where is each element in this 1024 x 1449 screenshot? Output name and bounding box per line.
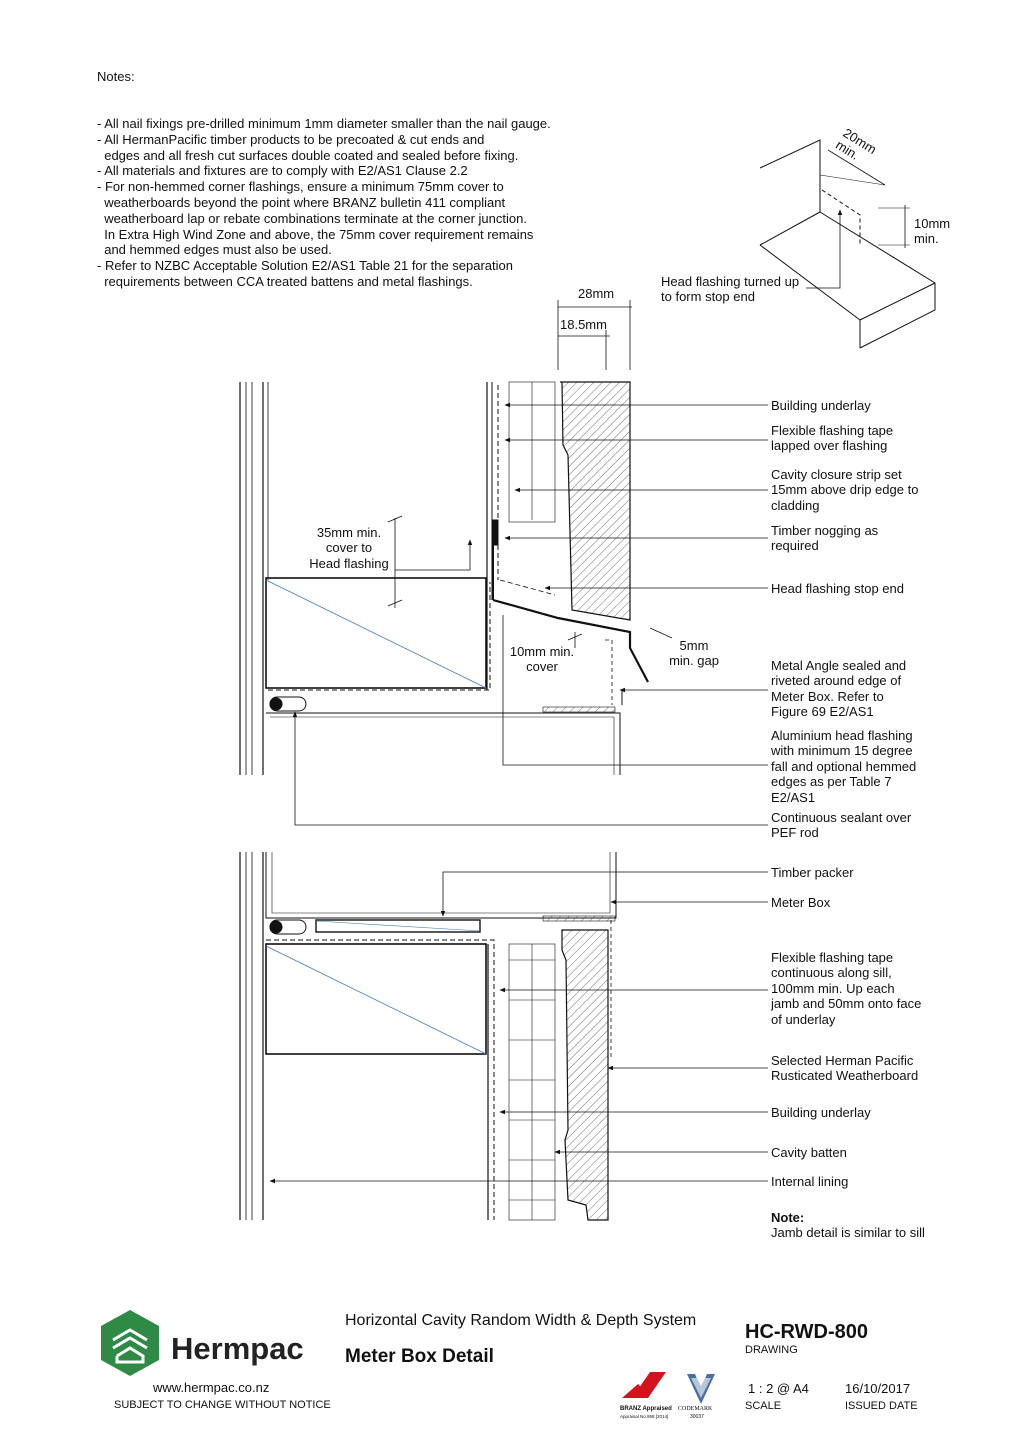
callout-rusticated-weatherboard: Selected Herman Pacific Rusticated Weath… xyxy=(771,1053,919,1084)
dim-28mm-label: 28mm xyxy=(578,286,615,301)
callout-building-underlay: Building underlay xyxy=(771,398,871,413)
head-section xyxy=(239,381,649,775)
callout-aluminium-head-flashing: Aluminium head flashing with minimum 15 … xyxy=(771,728,917,805)
callout-timber-nogging: Timber nogging as required xyxy=(771,523,879,554)
website-link[interactable]: www.hermpac.co.nz xyxy=(153,1380,270,1395)
callout-continuous-sealant: Continuous sealant over PEF rod xyxy=(771,810,912,841)
note-line: - For non-hemmed corner flashings, ensur… xyxy=(97,179,504,195)
note-line: weatherboards beyond the point where BRA… xyxy=(97,194,506,210)
branz-label: BRANZ Appraised xyxy=(620,1406,672,1412)
callout-cavity-closure-strip: Cavity closure strip set 15mm above drip… xyxy=(771,467,919,513)
callout-timber-packer: Timber packer xyxy=(771,865,854,880)
note-line: In Extra High Wind Zone and above, the 7… xyxy=(97,226,534,242)
gap-5mm-label: 5mm min. gap xyxy=(669,638,719,669)
sill-section xyxy=(239,852,617,1221)
head-leaders xyxy=(292,402,768,826)
stop-end-label: Head flashing turned up to form stop end xyxy=(661,274,800,305)
callout-building-underlay-sill: Building underlay xyxy=(771,1105,871,1120)
note-line: edges and all fresh cut surfaces double … xyxy=(97,147,519,163)
note-line: requirements between CCA treated battens… xyxy=(97,273,473,289)
scale-value: 1 : 2 @ A4 xyxy=(748,1381,809,1396)
note-line: weatherboard lap or rebate combinations … xyxy=(97,210,527,226)
callout-flashing-tape-lapped: Flexible flashing tape lapped over flash… xyxy=(771,423,894,454)
callout-internal-lining: Internal lining xyxy=(771,1174,849,1189)
drawing-title: Meter Box Detail xyxy=(345,1346,494,1367)
callout-metal-angle: Metal Angle sealed and riveted around ed… xyxy=(771,658,907,720)
issued-date-caption: ISSUED DATE xyxy=(845,1400,918,1412)
system-title: Horizontal Cavity Random Width & Depth S… xyxy=(345,1312,697,1329)
hermpac-logo-icon xyxy=(101,1310,159,1376)
scale-caption: SCALE xyxy=(745,1400,782,1412)
note-line: - All materials and fixtures are to comp… xyxy=(97,163,468,179)
brand-name: Hermpac xyxy=(171,1331,304,1366)
sill-leaders xyxy=(269,871,768,1184)
notes-block: Notes: - All nail fixings pre-drilled mi… xyxy=(97,37,551,306)
drawing-code: HC-RWD-800 xyxy=(745,1321,868,1343)
branz-appraised-icon xyxy=(622,1372,666,1398)
note-line: - Refer to NZBC Acceptable Solution E2/A… xyxy=(97,258,513,274)
head-dimensions xyxy=(387,515,673,648)
width-dimensions xyxy=(557,300,632,370)
cover-10mm-label: 10mm min. cover xyxy=(509,644,575,675)
codemark-label: CODEMARK xyxy=(678,1406,713,1412)
issued-date-value: 16/10/2017 xyxy=(845,1381,911,1396)
note-heading: Note: xyxy=(771,1210,805,1225)
meter-box-drawing xyxy=(239,139,936,1221)
note-line: - All HermanPacific timber products to b… xyxy=(97,131,485,147)
branz-number: Appraisal No.958 [2014] xyxy=(620,1414,669,1419)
codemark-number: 30037 xyxy=(690,1414,704,1420)
dim-10mm-label: 10mm min. xyxy=(914,216,951,247)
callout-head-flashing-stop-end: Head flashing stop end xyxy=(771,581,904,596)
callout-flashing-tape-sill: Flexible flashing tape continuous along … xyxy=(771,950,922,1027)
codemark-icon xyxy=(687,1374,715,1404)
notes-list: - All nail fixings pre-drilled minimum 1… xyxy=(97,116,551,290)
isometric-stop-end-sketch xyxy=(759,139,936,349)
dim-18-5mm-label: 18.5mm xyxy=(560,317,607,332)
note-line: - All nail fixings pre-drilled minimum 1… xyxy=(97,115,551,131)
callout-meter-box: Meter Box xyxy=(771,895,831,910)
cover-35mm-label: 35mm min. cover to Head flashing xyxy=(309,525,389,571)
disclaimer-text: SUBJECT TO CHANGE WITHOUT NOTICE xyxy=(114,1399,331,1411)
note-line: and hemmed edges must also be used. xyxy=(97,242,332,258)
callout-cavity-batten: Cavity batten xyxy=(771,1145,847,1160)
drawing-caption: DRAWING xyxy=(745,1344,798,1356)
notes-heading: Notes: xyxy=(97,68,135,84)
note-text: Jamb detail is similar to sill xyxy=(771,1225,925,1240)
